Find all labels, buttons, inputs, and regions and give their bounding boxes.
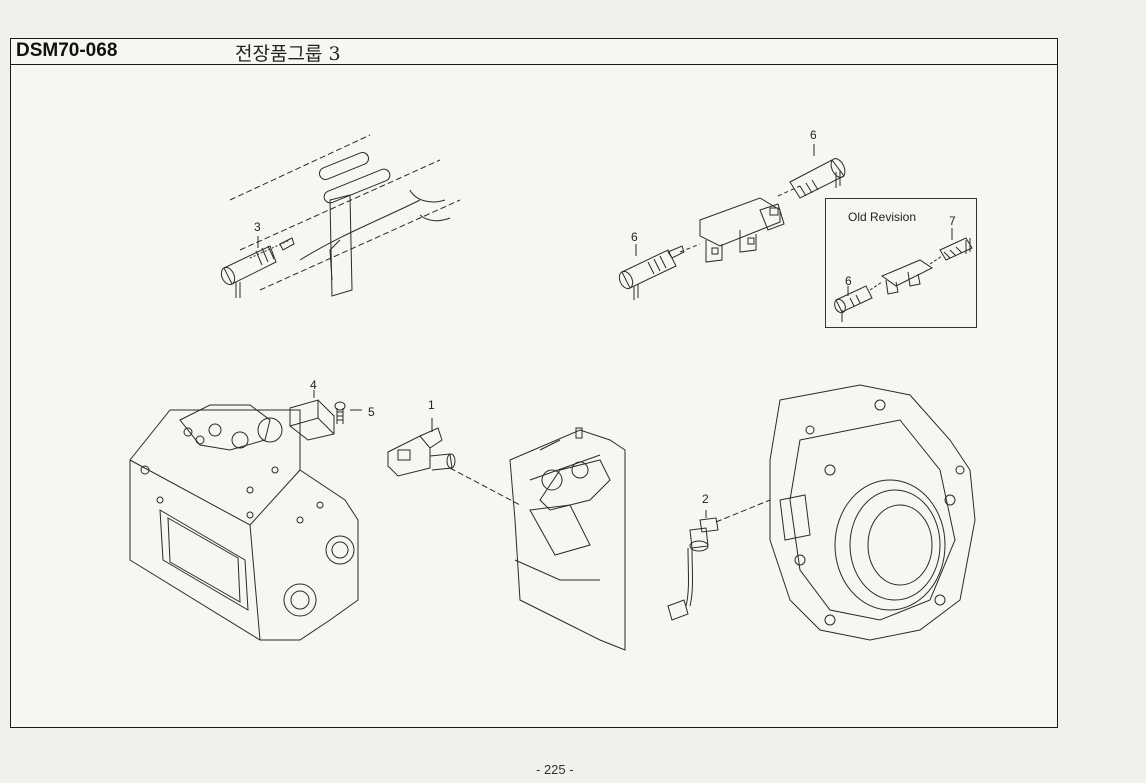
part-group-code: DSM70-068 [16, 40, 118, 61]
bolt-5 [334, 401, 362, 424]
flywheel-housing [769, 384, 976, 641]
callout-3: 3 [254, 220, 261, 234]
engine-block-section [509, 427, 626, 651]
cover-4 [289, 390, 335, 441]
inset-old-revision-drawing [834, 228, 973, 322]
sensor-2 [667, 499, 771, 621]
callout-6-lower: 6 [631, 230, 638, 244]
callout-6-upper: 6 [810, 128, 817, 142]
sensor-3 [220, 236, 295, 298]
part-group-title: 전장품그룹 3 [235, 43, 341, 65]
pump-housing [129, 404, 359, 641]
sensor-6-lower [618, 244, 685, 300]
callout-6-inset: 6 [845, 274, 852, 288]
callout-1: 1 [428, 398, 435, 412]
bracket-assembly-right [679, 185, 801, 263]
bracket-assembly-left [229, 134, 461, 297]
inset-title: Old Revision [848, 210, 917, 224]
page-number: - 225 - [536, 762, 574, 777]
old-revision-inset: Old Revision [825, 198, 977, 328]
callout-4: 4 [310, 378, 317, 392]
callout-7: 7 [949, 214, 956, 228]
title-bar: DSM70-068 전장품그룹 3 [11, 39, 1057, 65]
callout-5: 5 [368, 405, 375, 419]
drawing-frame: DSM70-068 전장품그룹 3 [10, 38, 1058, 728]
sensor-1 [387, 418, 521, 506]
callout-2: 2 [702, 492, 709, 506]
sensor-6-upper [789, 144, 846, 199]
